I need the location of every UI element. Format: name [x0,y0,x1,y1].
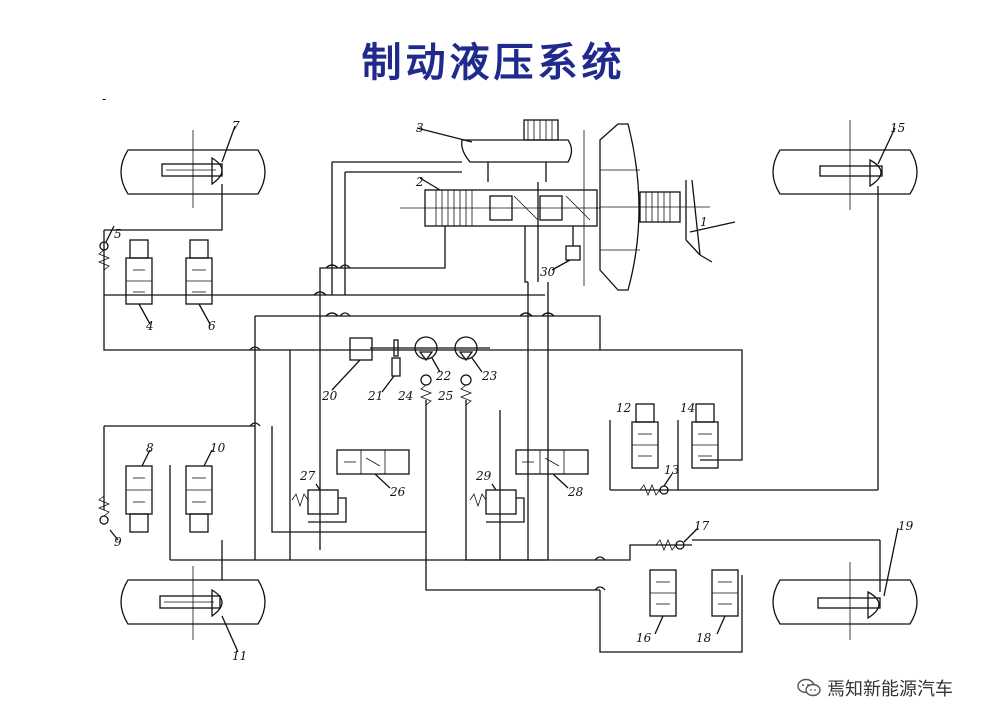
wheel-rear-left [120,566,266,653]
wheel-front-right [772,120,918,490]
label-21: 21 [367,389,383,403]
label-15: 15 [890,121,905,135]
valve-8 [125,449,153,533]
label-18: 18 [696,631,712,645]
valve-10 [185,449,213,533]
spring-5 [97,225,115,271]
valve-28 [515,449,589,489]
label-29: 29 [475,469,492,483]
hydraulic-lines [103,161,878,653]
valve-4 [125,239,153,325]
check-valve-24 [419,374,433,406]
accumulator-27 [291,483,347,523]
label-9: 9 [114,535,122,549]
line-crossovers [249,264,606,591]
label-1: 1 [700,215,708,229]
label-28: 28 [567,485,584,499]
pump-22 [414,336,441,373]
label-19: 19 [898,519,914,533]
valve-12 [631,403,659,469]
valve-14 [691,403,719,469]
brake-fluid-reservoir [416,119,573,182]
pump-motor-20 [331,337,399,391]
label-3: 3 [416,121,424,135]
watermark: 焉知新能源汽车 [797,675,953,701]
label-6: 6 [208,319,216,333]
spring-13 [639,473,673,497]
valve-26 [336,449,410,489]
valve-6 [185,239,213,325]
spring-17 [655,527,699,552]
valve-16 [649,569,677,635]
valve-18 [711,569,739,635]
label-20: 20 [321,389,338,403]
pump-23 [454,336,483,373]
label-27: 27 [299,469,316,483]
label-4: 4 [145,319,154,333]
label-14: 14 [680,401,695,415]
accumulator-29 [469,483,525,523]
diagram-title: 制动液压系统 [361,39,626,86]
watermark-text: 焉知新能源汽车 [827,679,953,700]
pressure-sensor-30 [551,226,581,271]
label-11: 11 [232,649,247,663]
label-23: 23 [481,369,498,383]
spring-9 [97,495,119,541]
label-12: 12 [616,401,631,415]
label-16: 16 [636,631,652,645]
master-cylinder [400,177,600,227]
brake-pedal [685,179,736,263]
stray-mark: - [102,92,107,106]
check-valve-25 [459,374,473,406]
label-13: 13 [664,463,680,477]
wheel-rear-right [692,527,918,640]
label-10: 10 [210,441,226,455]
component-labels: 1 2 3 4 5 6 7 8 9 10 11 12 13 14 15 16 1… [114,119,914,663]
wheel-front-left [120,125,266,214]
label-5: 5 [114,227,122,241]
vacuum-booster [583,123,710,291]
label-26: 26 [389,485,406,499]
label-30: 30 [540,265,556,279]
label-22: 22 [435,369,451,383]
label-24: 24 [397,389,413,403]
label-7: 7 [232,119,240,133]
wechat-icon [797,678,821,697]
label-8: 8 [146,441,154,455]
label-17: 17 [694,519,710,533]
label-2: 2 [415,175,424,189]
sensor-21 [381,357,401,393]
label-25: 25 [437,389,453,403]
